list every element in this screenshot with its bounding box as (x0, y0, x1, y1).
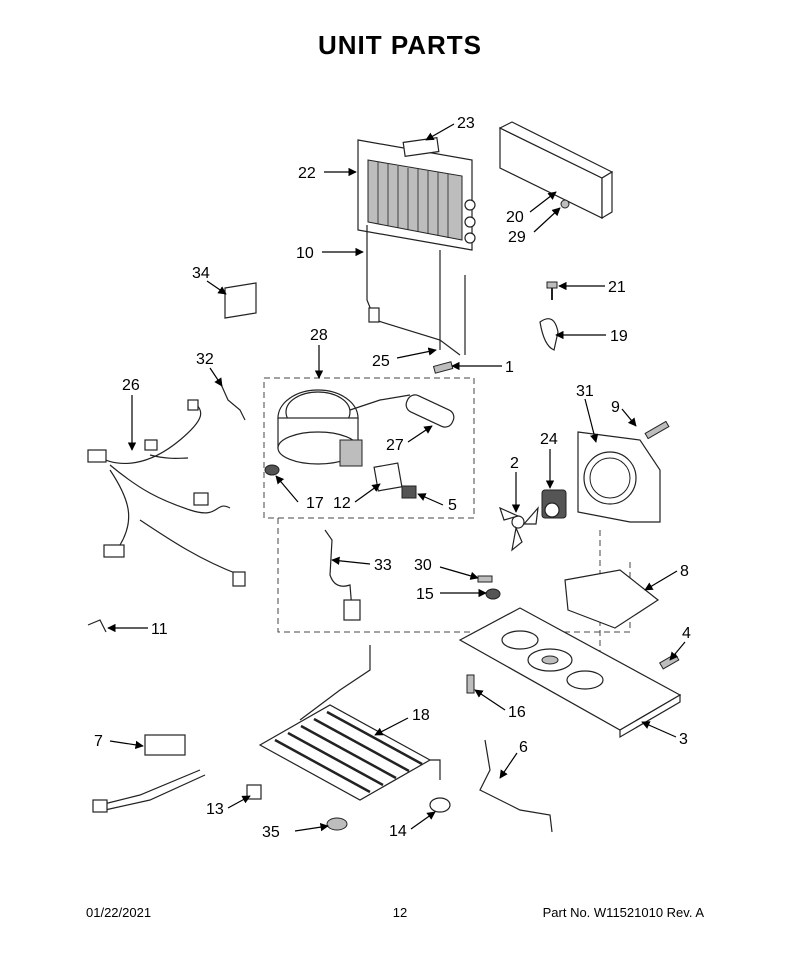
footer-part-number: Part No. W11521010 Rev. A (542, 905, 704, 920)
callout-6: 6 (519, 739, 528, 756)
tube-clip (368, 307, 380, 323)
base-plate (458, 607, 682, 739)
defrost-harness (92, 734, 206, 813)
callout-13: 13 (206, 801, 224, 818)
callout-29: 29 (508, 229, 526, 246)
callout-15: 15 (416, 586, 434, 603)
callout-12: 12 (333, 495, 351, 512)
footer-page-number: 12 (392, 905, 408, 920)
callout-18: 18 (412, 707, 430, 724)
fan-motor (541, 489, 567, 519)
callout-21: 21 (608, 279, 626, 296)
fan-blade (499, 506, 539, 552)
filter-drier (405, 394, 455, 428)
clamp-screw (546, 281, 558, 300)
callout-2: 2 (510, 455, 519, 472)
callout-31: 31 (576, 383, 594, 400)
grommet-screw (477, 575, 493, 583)
callout-16: 16 (508, 704, 526, 721)
callout-27: 27 (386, 437, 404, 454)
drain-tube (324, 529, 353, 611)
footer-date: 01/22/2021 (86, 905, 152, 920)
tube-clamp (539, 318, 559, 351)
wiring-harness (87, 399, 246, 587)
base-screw (659, 653, 680, 670)
callout-35: 35 (262, 824, 280, 841)
callout-24: 24 (540, 431, 558, 448)
cover-screw (560, 199, 570, 209)
condenser-label-strip (402, 137, 440, 157)
callout-34: 34 (192, 265, 210, 282)
callout-25: 25 (372, 353, 390, 370)
tube-fitting (429, 797, 451, 813)
defrost-thermostat (326, 817, 348, 831)
compressor-grommet (264, 464, 280, 476)
start-relay (373, 462, 403, 492)
drain-fitting (343, 599, 361, 621)
callout-labels: 1 2 3 4 5 6 7 8 9 10 11 12 13 14 15 16 1… (94, 115, 691, 841)
callout-7: 7 (94, 733, 103, 750)
callout-11: 11 (151, 621, 168, 638)
fan-bracket (564, 569, 660, 629)
compressor-group-boundary (263, 377, 475, 519)
jumper-wire (219, 381, 246, 421)
callout-26: 26 (122, 377, 140, 394)
callout-19: 19 (610, 328, 628, 345)
evaporator-clip (246, 784, 262, 800)
condenser-coil (357, 139, 476, 251)
drain-heater-tube (479, 739, 553, 833)
overload-protector (401, 485, 417, 499)
callout-32: 32 (196, 351, 214, 368)
compressor (277, 389, 411, 467)
page-title: UNIT PARTS (317, 30, 483, 60)
callout-3: 3 (679, 731, 688, 748)
callout-14: 14 (389, 823, 407, 840)
callout-10: 10 (296, 245, 314, 262)
wire-clip (87, 619, 107, 633)
callout-23: 23 (457, 115, 475, 132)
machine-compartment-boundary (277, 518, 631, 633)
callout-1: 1 (505, 359, 514, 376)
callout-17: 17 (306, 495, 324, 512)
evaporator-coil (258, 645, 441, 801)
callout-30: 30 (414, 557, 432, 574)
callout-20: 20 (506, 209, 524, 226)
shroud-screw (644, 420, 670, 440)
mounting-bracket (224, 282, 257, 319)
callout-9: 9 (611, 399, 620, 416)
fan-shroud (577, 431, 661, 523)
base-mount-screw (466, 674, 475, 694)
mounting-grommet (485, 588, 501, 600)
callout-8: 8 (680, 563, 689, 580)
mounting-bolt (432, 361, 454, 374)
condenser-cover (498, 121, 614, 220)
callout-22: 22 (298, 165, 316, 182)
callout-33: 33 (374, 557, 392, 574)
callout-4: 4 (682, 625, 691, 642)
callout-leaders (107, 123, 686, 832)
callout-28: 28 (310, 327, 328, 344)
callout-5: 5 (448, 497, 457, 514)
